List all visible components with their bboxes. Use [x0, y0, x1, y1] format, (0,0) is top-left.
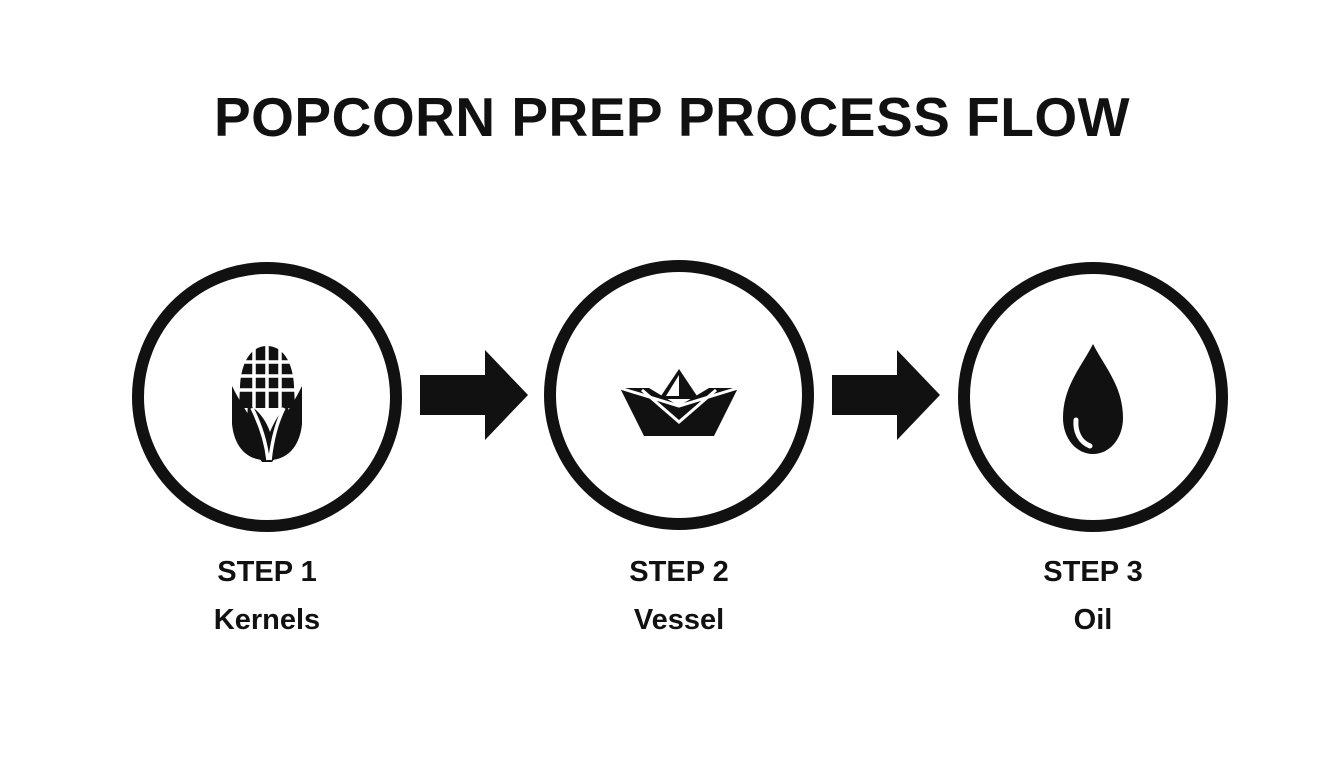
- step-1-circle: [132, 262, 402, 532]
- paper-boat-icon: [619, 369, 739, 436]
- step-2-label: STEP 2 Vessel: [529, 552, 829, 640]
- step-name: Vessel: [633, 604, 725, 636]
- step-3-circle: [958, 262, 1228, 532]
- step-name: Oil: [1073, 604, 1113, 636]
- step-1-label: STEP 1 Kernels: [117, 552, 417, 640]
- corn-icon: [232, 344, 302, 462]
- step-number: STEP 1: [217, 556, 317, 588]
- arrow-right-icon: [832, 350, 940, 440]
- page-title: POPCORN PREP PROCESS FLOW: [213, 86, 1131, 148]
- arrow-right-icon: [420, 350, 528, 440]
- step-number: STEP 3: [1043, 556, 1143, 588]
- step-3-label: STEP 3 Oil: [943, 552, 1243, 640]
- step-name: Kernels: [213, 604, 321, 636]
- step-number: STEP 2: [629, 556, 729, 588]
- oil-drop-icon: [1063, 344, 1123, 454]
- step-2-circle: [544, 260, 814, 530]
